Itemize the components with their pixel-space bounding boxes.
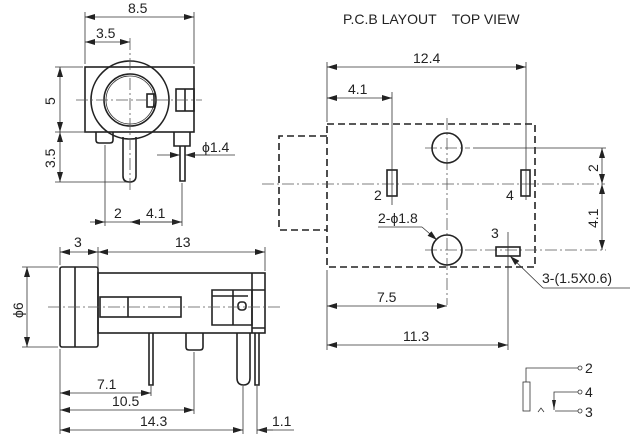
- terminal-3-label: 3: [585, 404, 593, 420]
- front-pin-center: [122, 137, 137, 183]
- terminal-2-label: 2: [585, 360, 593, 376]
- pcb-outline: [326, 123, 536, 268]
- dim-pin1: 7.1: [97, 376, 117, 392]
- pcb-title: P.C.B LAYOUT TOP VIEW: [343, 11, 520, 27]
- schematic-sleeve: [522, 381, 531, 412]
- dim-slot3-x: 11.3: [403, 328, 429, 344]
- front-tab: [95, 132, 114, 144]
- dim-pin-spacing-right: 4.1: [146, 205, 166, 221]
- side-view: 3 13 ϕ6 7.1 10.5 14.3 1.1: [10, 234, 294, 434]
- side-pin-1: [148, 333, 154, 386]
- side-pin-3: [236, 333, 251, 386]
- pad-3-label: 3: [491, 225, 499, 241]
- dim-pcb-width: 12.4: [413, 50, 440, 66]
- dim-hole-x: 7.5: [377, 289, 397, 305]
- dim-slot-offset: 4.1: [348, 81, 368, 97]
- terminal-4-label: 4: [585, 384, 593, 400]
- dim-hole-offset-top: 2: [585, 164, 601, 172]
- dim-pin2: 10.5: [112, 393, 139, 409]
- dim-center-offset: 3.5: [96, 25, 116, 41]
- pcb-hole-bottom: [431, 234, 463, 266]
- dim-diameter: ϕ6: [10, 302, 26, 318]
- side-body: [97, 272, 266, 334]
- dim-head-length: 3: [74, 234, 82, 250]
- dim-body-length: 13: [175, 234, 191, 250]
- dim-pin3: 14.3: [140, 413, 167, 429]
- dim-pin-spacing-left: 2: [114, 205, 122, 221]
- dim-width: 8.5: [128, 0, 148, 16]
- dim-height-upper: 5: [42, 97, 58, 105]
- pcb-pad-4: [520, 169, 531, 197]
- pcb-layout: P.C.B LAYOUT TOP VIEW 2 4 3 2-ϕ1.8 3-(1.…: [262, 11, 630, 350]
- front-pin-right: [179, 146, 186, 182]
- schematic: 2 4 3: [522, 360, 593, 420]
- dim-height-lower: 3.5: [42, 148, 58, 168]
- pcb-outline-head: [278, 135, 327, 231]
- dim-hole-offset-bottom: 4.1: [585, 208, 601, 228]
- holes-note: 2-ϕ1.8: [378, 210, 418, 226]
- dim-pin-diameter: ϕ1.4: [202, 139, 230, 155]
- pad-2-label: 2: [374, 187, 382, 203]
- pcb-hole-top: [431, 132, 463, 164]
- pad-4-label: 4: [506, 187, 514, 203]
- side-pin-4: [254, 333, 260, 386]
- front-view: 8.5 3.5 5 3.5 ϕ1.4 2 4.1: [42, 0, 235, 226]
- dim-pin4: 1.1: [272, 413, 292, 429]
- slots-note: 3-(1.5X0.6): [542, 270, 612, 286]
